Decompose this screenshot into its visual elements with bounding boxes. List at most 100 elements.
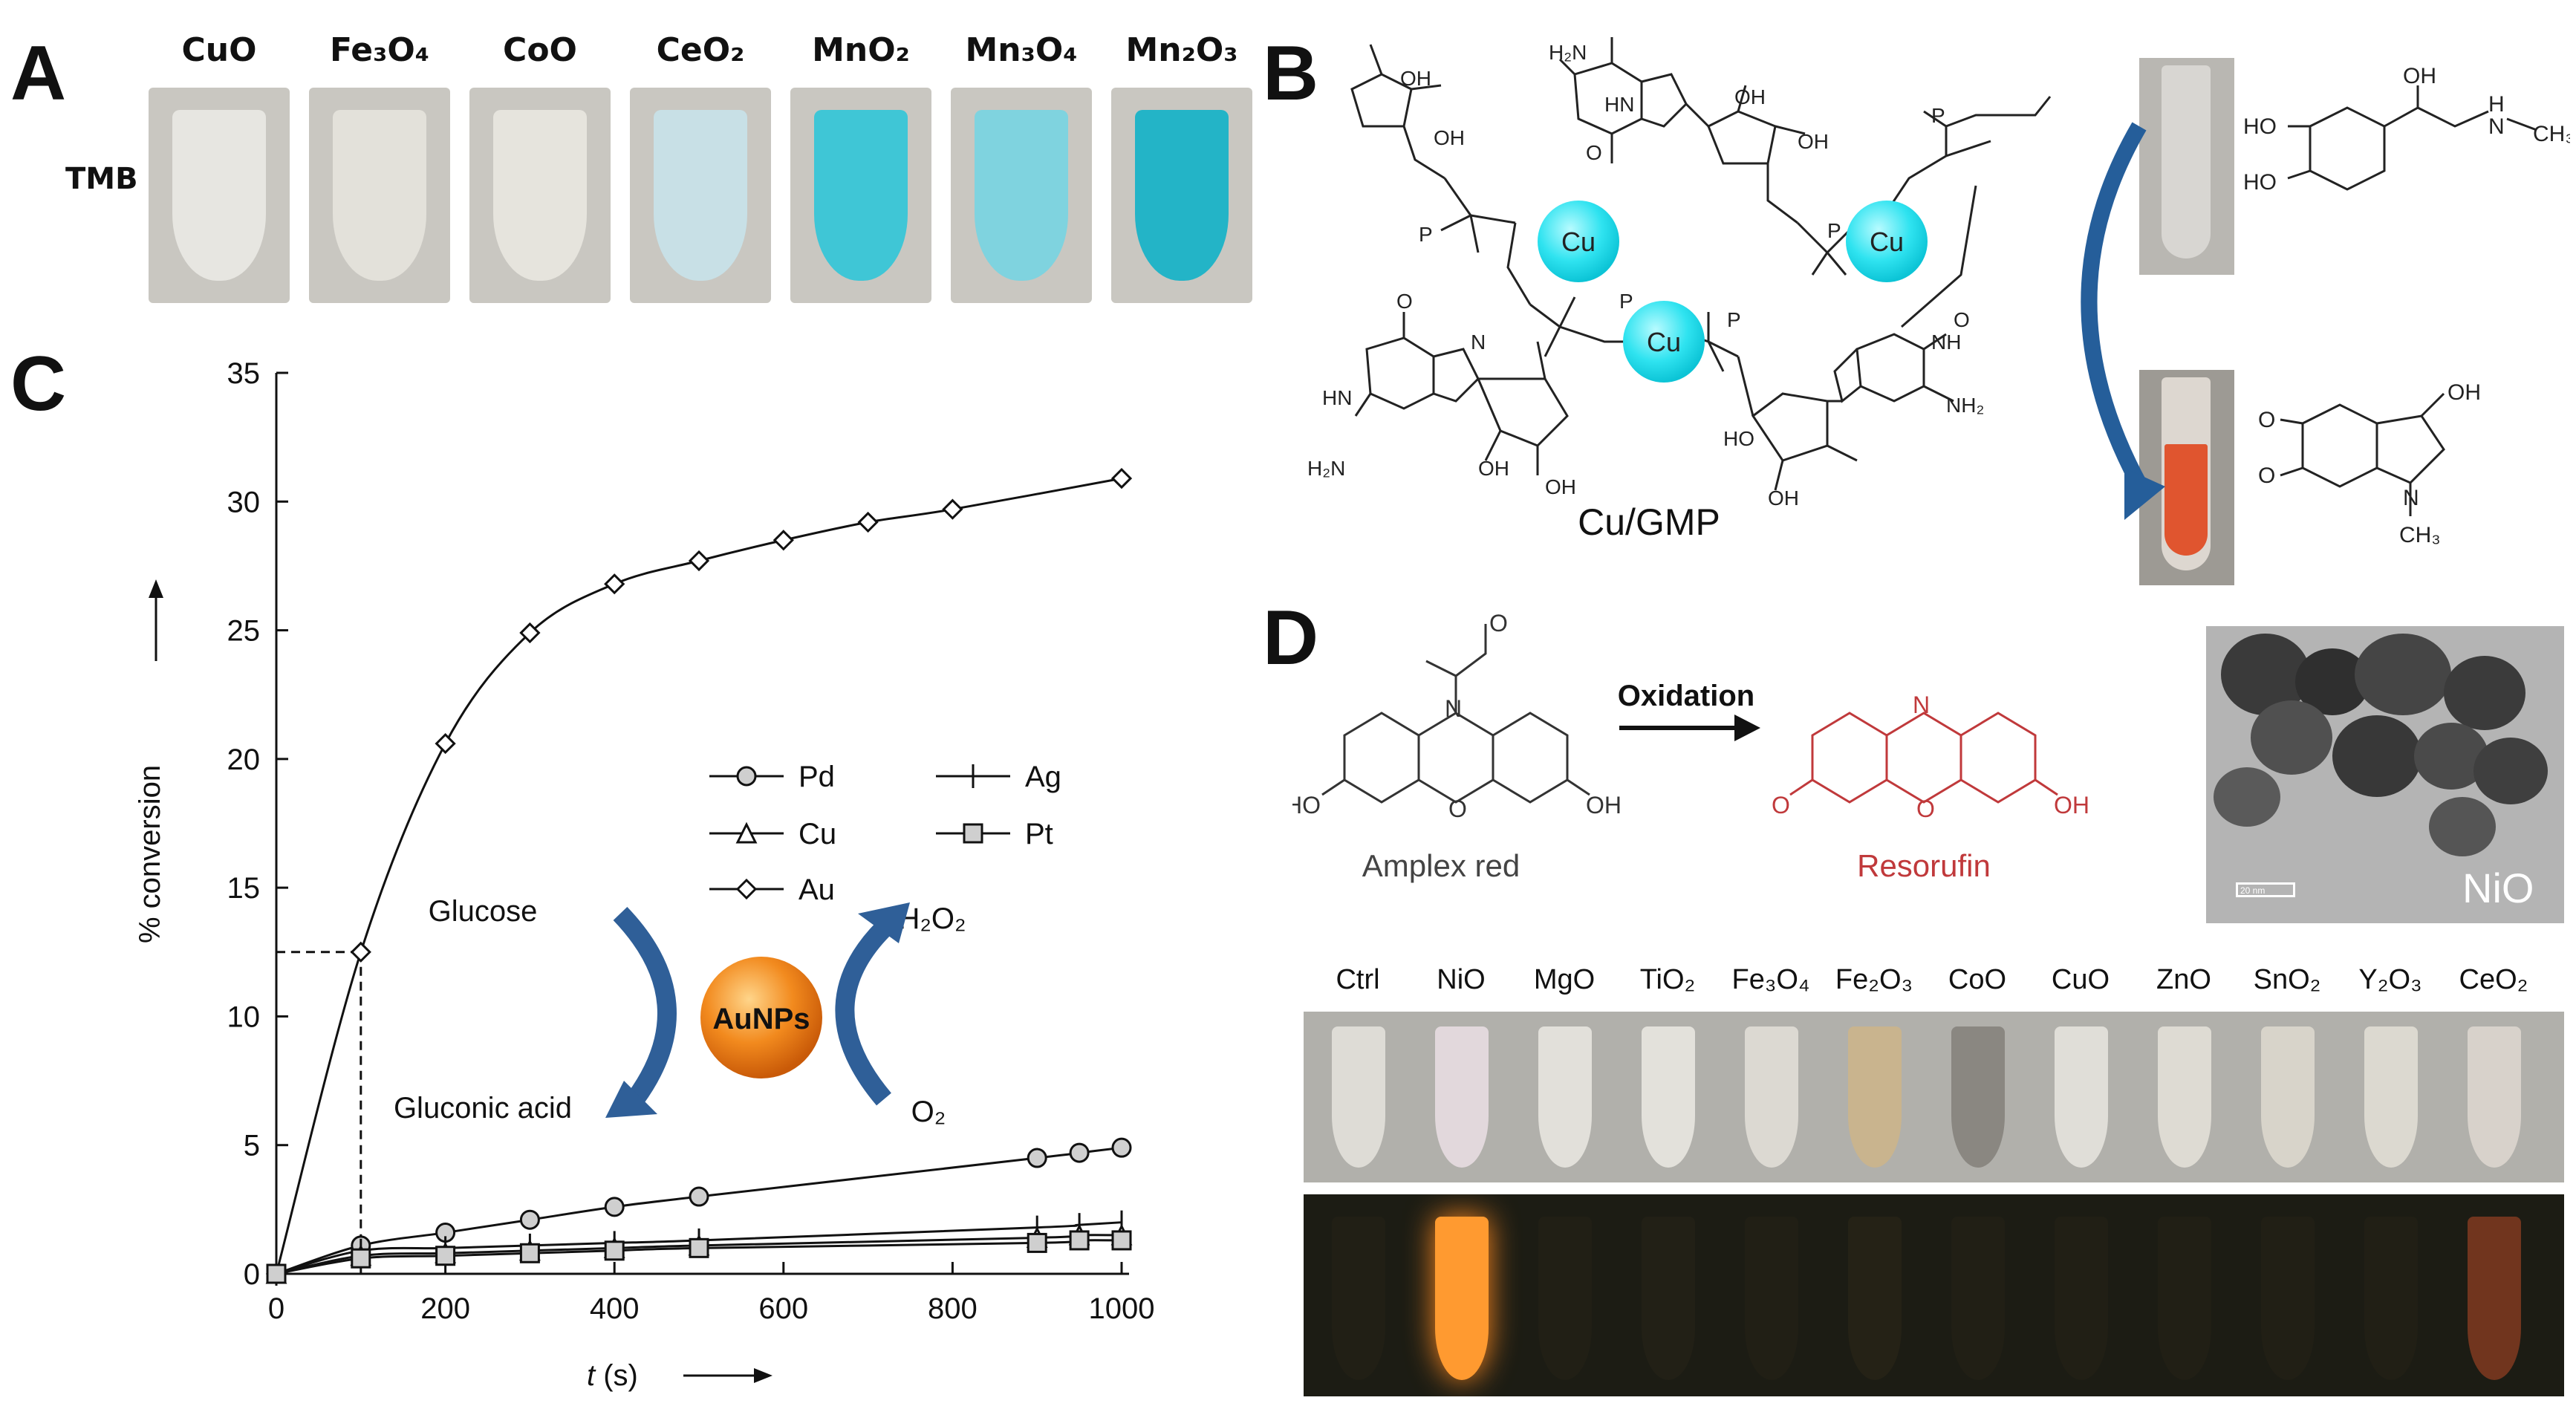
aunp-label: AuNPs	[712, 1003, 810, 1035]
tube-header-1: Fe₃O₄	[329, 31, 430, 69]
marker-circle	[736, 766, 757, 787]
inset-arrow-left	[613, 907, 677, 1105]
x-tick-label: 1000	[1089, 1292, 1155, 1325]
marker-square	[604, 1240, 625, 1261]
atom-oh-4: OH	[1798, 130, 1829, 153]
tube-solution	[654, 110, 747, 281]
panel-d-letter: D	[1263, 595, 1319, 681]
atom-p-1: P	[1419, 223, 1433, 246]
marker-square	[266, 1263, 287, 1284]
marker-square	[1069, 1230, 1090, 1251]
tem-label: NiO	[2462, 865, 2534, 911]
d-tube-visible	[2055, 1026, 2108, 1168]
inset-arrowhead-left	[605, 1081, 657, 1118]
tube-header-5: Mn₃O₄	[965, 31, 1078, 69]
x-tick-label: 400	[590, 1292, 640, 1325]
marker-square	[519, 1243, 540, 1263]
marker-square	[1027, 1232, 1047, 1253]
adrenochrome-structure: O O OH N CH₃	[2258, 380, 2481, 547]
tube-header-4: MnO₂	[812, 31, 910, 69]
amplex-atom-o: O	[1448, 795, 1467, 822]
atom-ho-2: HO	[2243, 114, 2277, 139]
o2-label: O₂	[911, 1096, 946, 1128]
d-tube-visible	[2468, 1026, 2521, 1168]
marker-diamond	[435, 732, 456, 755]
adrenaline-structure: HO HO OH H N CH₃	[2243, 67, 2570, 195]
tube-before-photo	[2139, 58, 2234, 275]
d-tube-header-8: ZnO	[2156, 964, 2211, 995]
d-tube-visible	[1332, 1026, 1385, 1168]
tube-after-photo	[2139, 370, 2234, 585]
cu-label-2: Cu	[1647, 327, 1681, 357]
marker-circle	[519, 1209, 540, 1230]
tube-solution	[172, 110, 266, 281]
d-tube-header-3: TiO₂	[1639, 964, 1696, 995]
legend-label: Pd	[799, 761, 835, 793]
marker-circle	[689, 1186, 709, 1207]
tmb-tube-photo	[309, 88, 450, 303]
legend-item-ag: Ag	[936, 761, 1061, 793]
d-tube-fluorescence	[2055, 1217, 2108, 1380]
d-tube-visible	[1745, 1026, 1798, 1168]
amplex-atom-ho: HO	[1292, 792, 1321, 819]
d-tube-fluorescence	[2261, 1217, 2315, 1380]
d-tube-header-1: NiO	[1437, 964, 1486, 995]
tube-header-3: CeO₂	[656, 31, 745, 69]
x-axis-label: t (s)	[587, 1359, 638, 1392]
x-tick-label: 200	[420, 1292, 470, 1325]
atom-o-1: O	[1586, 141, 1602, 164]
d-tube-fluorescence	[1642, 1217, 1695, 1380]
x-tick-label: 0	[268, 1292, 284, 1325]
marker-diamond	[688, 550, 710, 572]
x-tick-label: 800	[928, 1292, 978, 1325]
atom-ch3-1: CH₃	[2533, 122, 2570, 146]
marker-diamond	[735, 878, 758, 900]
marker-circle	[604, 1197, 625, 1217]
atom-oh-2: OH	[1434, 126, 1465, 149]
x-tick-label: 600	[758, 1292, 808, 1325]
amplex-red-label: Amplex red	[1362, 848, 1520, 883]
y-tick-label: 35	[227, 357, 261, 390]
marker-diamond	[1110, 467, 1133, 489]
atom-oh-1: OH	[1400, 67, 1431, 90]
d-tube-visible	[2261, 1026, 2315, 1168]
atom-nh-1: NH	[1931, 331, 1961, 354]
atom-h2n-1: H₂N	[1549, 41, 1587, 64]
gluconic-acid-label: Gluconic acid	[394, 1092, 572, 1125]
y-axis-arrowhead	[149, 579, 163, 598]
d-tube-fluorescence	[1538, 1217, 1592, 1380]
tube-solution	[333, 110, 426, 281]
d-tube-header-6: CoO	[1948, 964, 2007, 995]
atom-o-2: O	[1396, 290, 1413, 313]
marker-diamond	[604, 573, 625, 595]
series-line-ag	[276, 1221, 1122, 1275]
marker-triangle	[735, 821, 758, 844]
marker-diamond	[942, 498, 963, 520]
atom-hn-2: HN	[1322, 386, 1352, 409]
y-tick-label: 10	[227, 1000, 261, 1033]
marker-square	[435, 1246, 456, 1266]
marker-diamond	[350, 941, 371, 963]
cu-node-3	[1846, 201, 1928, 282]
d-tube-fluorescence	[1848, 1217, 1902, 1380]
aunp-sphere	[700, 957, 822, 1078]
d-tube-fluorescence	[2364, 1217, 2418, 1380]
atom-ho-1: HO	[1723, 427, 1754, 450]
legend-label: Au	[799, 873, 835, 906]
atom-p-3: P	[1727, 308, 1741, 331]
legend-label: Ag	[1025, 761, 1061, 793]
y-tick-label: 5	[244, 1130, 260, 1162]
series-pt	[266, 1230, 1132, 1284]
marker-square	[689, 1237, 709, 1258]
atom-ho-3: HO	[2243, 170, 2277, 195]
atom-p-5: P	[1931, 104, 1945, 127]
series-au	[265, 467, 1133, 1285]
tube-solution	[814, 110, 908, 281]
d-tube-fluorescence	[1435, 1217, 1489, 1380]
tmb-tube-photo	[469, 88, 611, 303]
atom-oh-3: OH	[1734, 85, 1766, 108]
atom-n-3: N	[2403, 486, 2419, 510]
tube-header-2: CoO	[503, 31, 577, 69]
series-pd	[266, 1137, 1132, 1284]
tmb-tube-photo	[951, 88, 1092, 303]
